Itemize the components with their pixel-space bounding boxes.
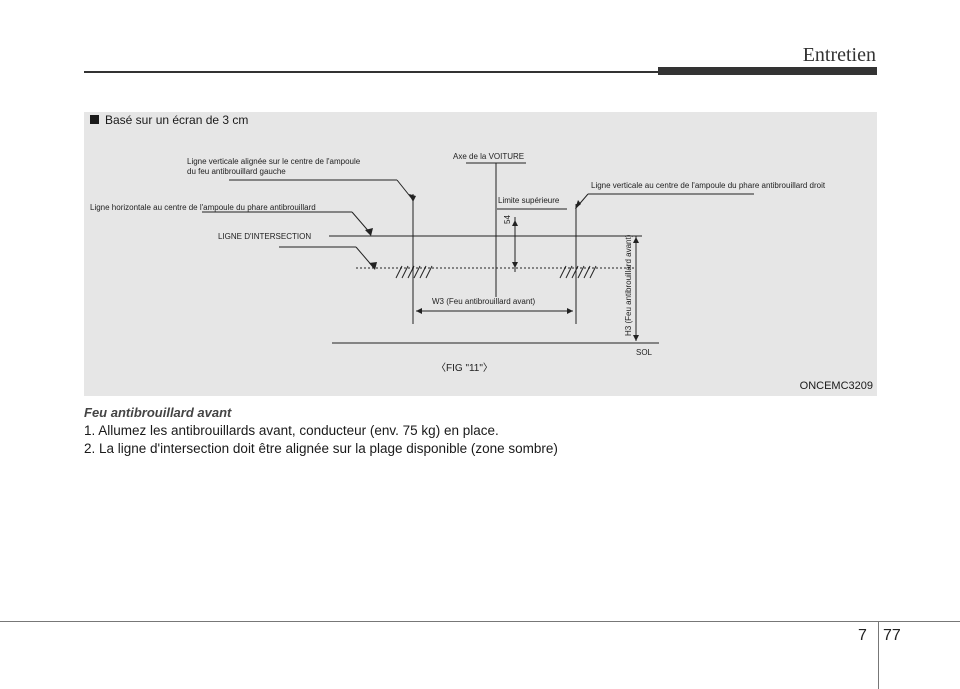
arrow-cutoff	[369, 262, 377, 270]
figure-note: Basé sur un écran de 3 cm	[90, 113, 248, 127]
hatch-left	[395, 265, 433, 279]
arrow-54-bottom	[512, 262, 518, 268]
arrow-h3-top	[633, 237, 639, 243]
step-2: 2. La ligne d'intersection doit être ali…	[84, 441, 558, 456]
fog-light-aiming-figure: Basé sur un écran de 3 cm Ligne vertical…	[84, 112, 877, 396]
label-upper-limit: Limite supérieure	[498, 196, 560, 205]
arrow-right-bulb	[575, 200, 581, 209]
figure-code: ONCEMC3209	[799, 380, 873, 392]
label-horizontal-bulb: Ligne horizontale au centre de l'ampoule…	[90, 203, 316, 212]
label-h3: H3 (Feu antibrouillard avant)	[624, 234, 633, 336]
footer-separator	[878, 621, 879, 689]
label-dimension-54: 54	[503, 215, 512, 224]
page-number: 77	[883, 627, 901, 644]
arrow-w3-left	[416, 308, 422, 314]
header-title: Entretien	[802, 44, 876, 66]
label-w3: W3 (Feu antibrouillard avant)	[432, 297, 536, 306]
section-title: Feu antibrouillard avant	[84, 405, 232, 420]
footer-rule	[0, 621, 960, 622]
label-vehicle-axis: Axe de la VOITURE	[453, 152, 525, 161]
figure-caption: 〈FIG "11"〉	[436, 363, 493, 374]
arrow-w3-right	[567, 308, 573, 314]
arrow-horizontal	[365, 228, 373, 236]
label-left-bulb: Ligne verticale alignée sur le centre de…	[187, 157, 361, 176]
square-bullet-icon	[90, 115, 99, 124]
step-1: 1. Allumez les antibrouillards avant, co…	[84, 423, 499, 438]
header-rule	[84, 71, 659, 73]
arrow-h3-bottom	[633, 335, 639, 341]
label-ground: SOL	[636, 348, 653, 357]
aiming-diagram	[202, 162, 754, 344]
header-bar	[658, 67, 877, 75]
chapter-number: 7	[858, 627, 867, 644]
arrow-left-bulb	[409, 194, 416, 202]
hatch-right	[559, 265, 597, 279]
arrow-54-top	[512, 220, 518, 226]
label-right-bulb: Ligne verticale au centre de l'ampoule d…	[591, 181, 826, 190]
label-cutoff-line: LIGNE D'INTERSECTION	[218, 232, 312, 241]
